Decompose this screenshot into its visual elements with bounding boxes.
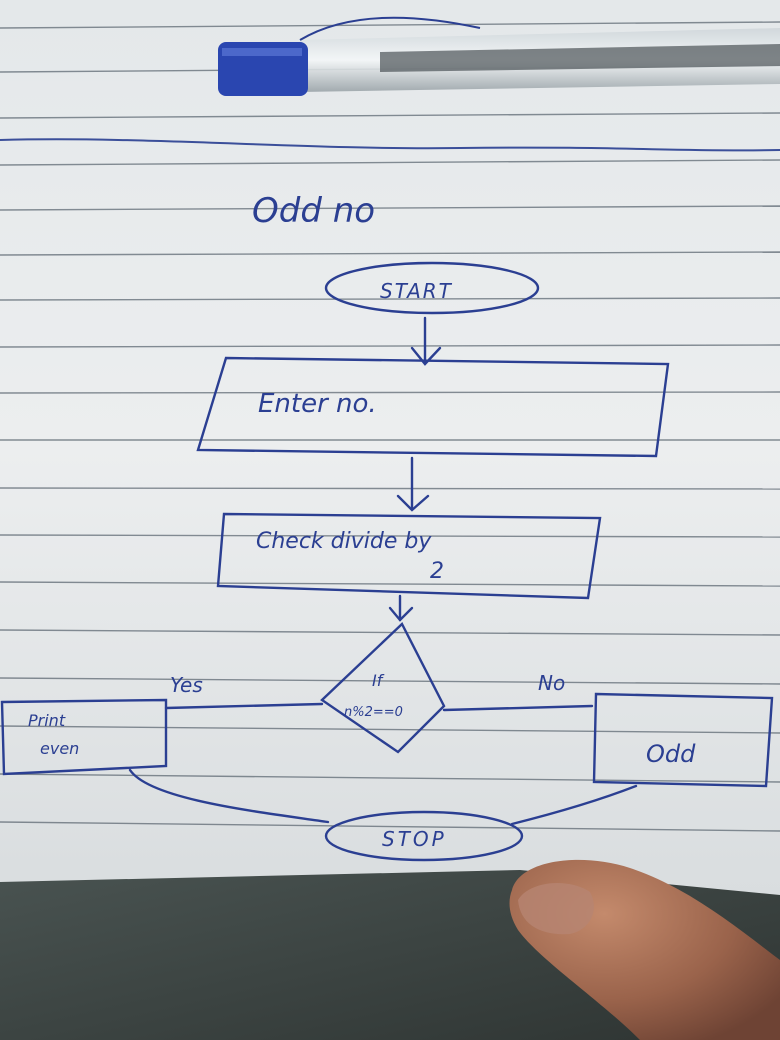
decision-label-line1: If bbox=[372, 671, 385, 690]
start-label: START bbox=[380, 279, 453, 303]
print-even-box bbox=[0, 698, 168, 776]
decision-label-line2: n%2==0 bbox=[344, 705, 403, 720]
flowchart-title: Odd no bbox=[252, 191, 375, 231]
ruled-paper bbox=[0, 0, 780, 895]
odd-box-label: Odd bbox=[646, 740, 696, 768]
print-even-line2: even bbox=[40, 739, 79, 758]
process-label-line2: 2 bbox=[430, 559, 444, 584]
rule-lines bbox=[0, 21, 780, 832]
odd-box bbox=[592, 692, 774, 788]
ink-underline bbox=[0, 138, 780, 152]
yes-label: Yes bbox=[170, 673, 203, 697]
finger bbox=[509, 859, 780, 1040]
no-label: No bbox=[538, 671, 565, 695]
ballpoint-pen bbox=[218, 16, 780, 96]
process-label-line1: Check divide by bbox=[256, 529, 432, 554]
decision-diamond bbox=[320, 622, 446, 754]
stop-label: STOP bbox=[382, 827, 447, 851]
input-label: Enter no. bbox=[258, 389, 377, 419]
stop-terminal bbox=[324, 810, 524, 862]
input-box bbox=[196, 356, 670, 458]
start-terminal bbox=[324, 261, 540, 315]
process-box bbox=[216, 512, 602, 600]
flowchart-ink bbox=[0, 261, 774, 862]
print-even-line1: Print bbox=[28, 711, 66, 730]
